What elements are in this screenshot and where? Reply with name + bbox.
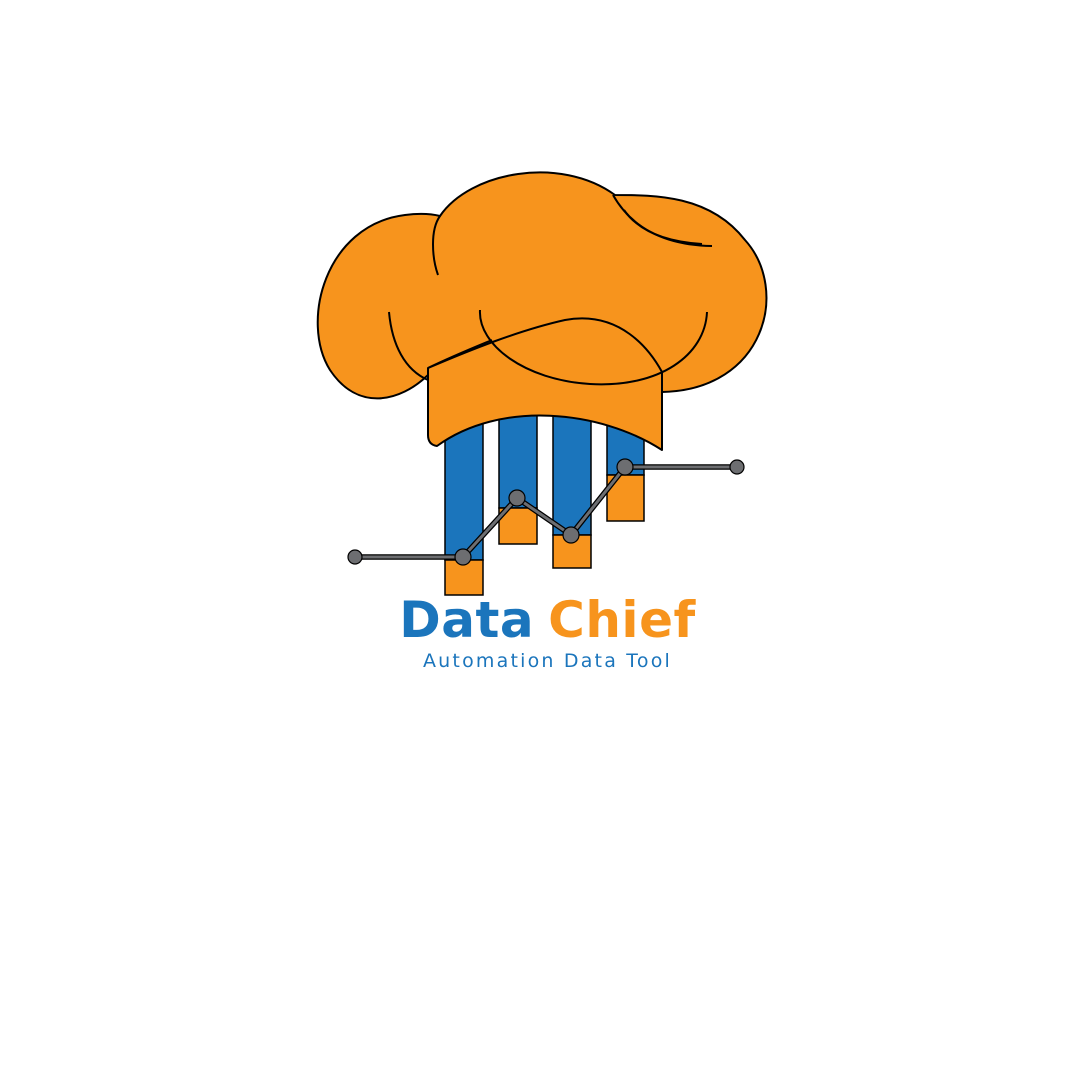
trend-point <box>729 459 745 475</box>
tagline: Automation Data Tool <box>422 650 672 672</box>
trend-point <box>508 489 526 507</box>
bar-columns <box>444 399 645 596</box>
bar-1-orange <box>444 559 484 596</box>
trend-line <box>347 458 745 566</box>
trend-point <box>562 526 580 544</box>
chef-hat-icon <box>316 171 768 451</box>
trend-point <box>347 549 363 565</box>
brand-word-chief: Chief <box>548 591 696 649</box>
brand-word-data: Data <box>399 591 535 649</box>
trend-point <box>616 458 634 476</box>
trend-point <box>454 548 472 566</box>
